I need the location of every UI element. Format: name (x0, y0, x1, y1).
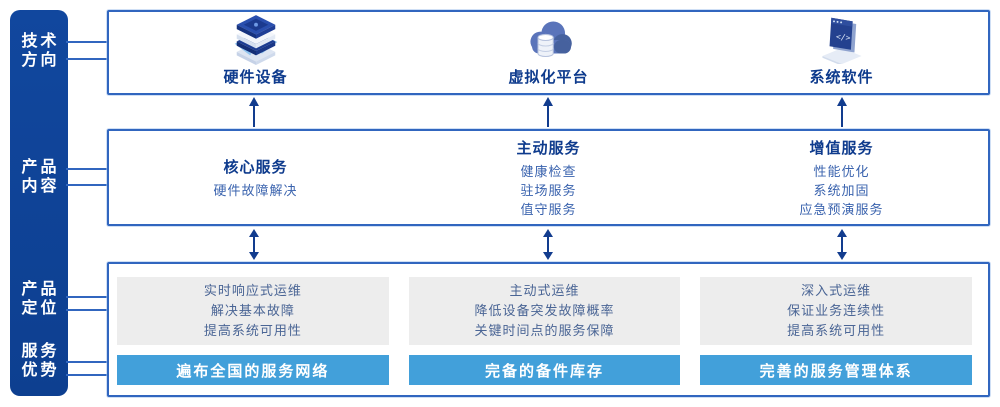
positioning-line: 主动式运维 (509, 283, 580, 298)
tech-label-virtualization: 虚拟化平台 (508, 69, 589, 86)
connector-line (66, 184, 107, 186)
up-arrow (249, 97, 259, 127)
cloud-database-icon (522, 15, 576, 65)
positioning-panel: 主动式运维 降低设备突发故障概率 关键时间点的服务保障 (408, 277, 681, 345)
tech-label-system-software: 系统软件 (809, 69, 874, 86)
tech-col-virtualization: 虚拟化平台 (402, 12, 695, 93)
advantage-bar: 遍布全国的服务网络 (117, 355, 389, 385)
category-sidebar: 技术 方向 产品 内容 产品 定位 服务 优势 (10, 10, 68, 396)
pos-col-indepth: 深入式运维 保证业务连续性 提高系统可用性 完善的服务管理体系 (700, 277, 973, 395)
connector-line (66, 374, 107, 376)
sidebar-label-line: 内容 (21, 178, 60, 195)
connector-line (66, 361, 107, 363)
positioning-line: 关键时间点的服务保障 (474, 323, 615, 338)
tech-direction-box: 硬件设备 虚拟化平台 (107, 10, 990, 95)
positioning-line: 实时响应式运维 (203, 283, 302, 298)
sidebar-label-product-content: 产品 内容 (10, 158, 68, 196)
sidebar-label-product-positioning: 产品 定位 (10, 280, 68, 318)
tech-col-hardware: 硬件设备 (109, 12, 402, 93)
product-content-box: 核心服务 硬件故障解决 主动服务 健康检查 驻场服务 值守服务 增值服务 性能优… (107, 129, 990, 226)
positioning-panel: 实时响应式运维 解决基本故障 提高系统可用性 (117, 277, 389, 345)
positioning-advantage-box: 实时响应式运维 解决基本故障 提高系统可用性 遍布全国的服务网络 主动式运维 降… (107, 262, 990, 397)
connector-line (66, 296, 107, 298)
sidebar-label-service-advantage: 服务 优势 (10, 342, 68, 380)
content-heading: 增值服务 (809, 139, 874, 157)
content-heading: 主动服务 (516, 139, 581, 157)
sidebar-label-line: 产品 (21, 159, 60, 176)
up-arrow (543, 97, 553, 127)
positioning-line: 深入式运维 (801, 283, 872, 298)
connector-line (66, 41, 107, 43)
content-item: 驻场服务 (520, 182, 577, 198)
content-item: 健康检查 (520, 163, 577, 179)
connector-line (66, 58, 107, 60)
double-arrow (249, 229, 259, 260)
advantage-bar: 完备的备件库存 (408, 355, 681, 385)
pos-col-realtime: 实时响应式运维 解决基本故障 提高系统可用性 遍布全国的服务网络 (117, 277, 389, 395)
sidebar-label-line: 产品 (21, 281, 60, 298)
connector-line (66, 309, 107, 311)
content-item: 性能优化 (813, 163, 870, 179)
sidebar-label-line: 优势 (21, 362, 60, 379)
content-col-value-added-service: 增值服务 性能优化 系统加固 应急预演服务 (695, 131, 988, 224)
positioning-line: 提高系统可用性 (203, 323, 302, 338)
content-item: 应急预演服务 (799, 201, 884, 217)
sidebar-label-line: 服务 (21, 343, 60, 360)
content-item: 硬件故障解决 (213, 182, 298, 198)
tech-label-hardware: 硬件设备 (223, 69, 288, 86)
tech-col-system-software: </> 系统软件 (695, 12, 988, 93)
content-col-proactive-service: 主动服务 健康检查 驻场服务 值守服务 (402, 131, 695, 224)
sidebar-label-tech-direction: 技术 方向 (10, 32, 68, 70)
double-arrow (837, 229, 847, 260)
content-col-core-service: 核心服务 硬件故障解决 (109, 131, 402, 224)
positioning-line: 提高系统可用性 (787, 323, 886, 338)
sidebar-label-line: 定位 (21, 300, 60, 317)
positioning-panel: 深入式运维 保证业务连续性 提高系统可用性 (700, 277, 973, 345)
double-arrow (543, 229, 553, 260)
content-item: 系统加固 (813, 182, 870, 198)
content-heading: 核心服务 (223, 158, 288, 176)
sidebar-label-line: 技术 (21, 33, 60, 50)
positioning-line: 解决基本故障 (210, 303, 295, 318)
positioning-line: 降低设备突发故障概率 (474, 303, 615, 318)
server-stack-icon (228, 15, 284, 65)
connector-line (66, 168, 107, 170)
pos-col-proactive: 主动式运维 降低设备突发故障概率 关键时间点的服务保障 完备的备件库存 (408, 277, 681, 395)
svg-text:</>: </> (835, 32, 850, 42)
software-window-icon: </> (815, 15, 869, 65)
up-arrow (837, 97, 847, 127)
content-item: 值守服务 (520, 201, 577, 217)
advantage-bar: 完善的服务管理体系 (700, 355, 973, 385)
positioning-line: 保证业务连续性 (787, 303, 886, 318)
sidebar-label-line: 方向 (21, 52, 60, 69)
